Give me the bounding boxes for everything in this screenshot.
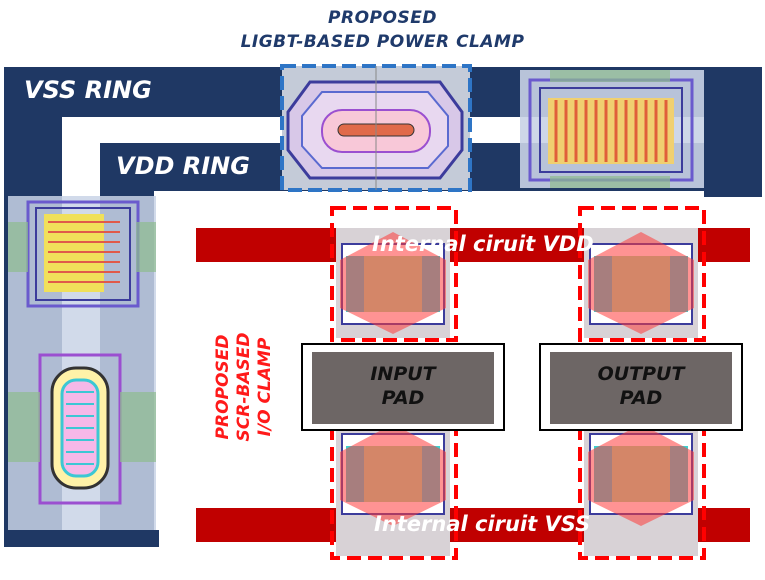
output-pad-line-1: OUTPUT [597, 363, 685, 385]
output-pad-line-2: PAD [619, 387, 663, 409]
left-column-cells [8, 196, 156, 530]
io-clamp-side-label: PROPOSED SCR-BASED I/O CLAMP [213, 317, 279, 457]
vss-ring-label: VSS RING [24, 76, 152, 104]
io-clamp-cells [336, 228, 698, 556]
input-pad-label: INPUT PAD [312, 362, 494, 410]
input-pad-line-2: PAD [381, 387, 425, 409]
top-right-cell [520, 70, 704, 188]
side-label-line-1: PROPOSED [213, 334, 233, 440]
title-line-2: LIGBT-BASED POWER CLAMP [240, 32, 525, 52]
io-clamp-highlights [330, 206, 706, 560]
internal-vdd-label: Internal ciruit VDD [372, 232, 594, 256]
side-label-line-2: SCR-BASED [234, 332, 254, 442]
ligbt-power-clamp [280, 64, 472, 192]
input-pad-line-1: INPUT [370, 363, 436, 385]
pads [301, 343, 743, 431]
internal-vss-label: Internal ciruit VSS [374, 512, 591, 536]
vdd-ring-label: VDD RING [116, 152, 250, 180]
side-label-line-3: I/O CLAMP [255, 337, 275, 437]
output-pad-label: OUTPUT PAD [550, 362, 732, 410]
title-line-1: PROPOSED [328, 8, 437, 28]
